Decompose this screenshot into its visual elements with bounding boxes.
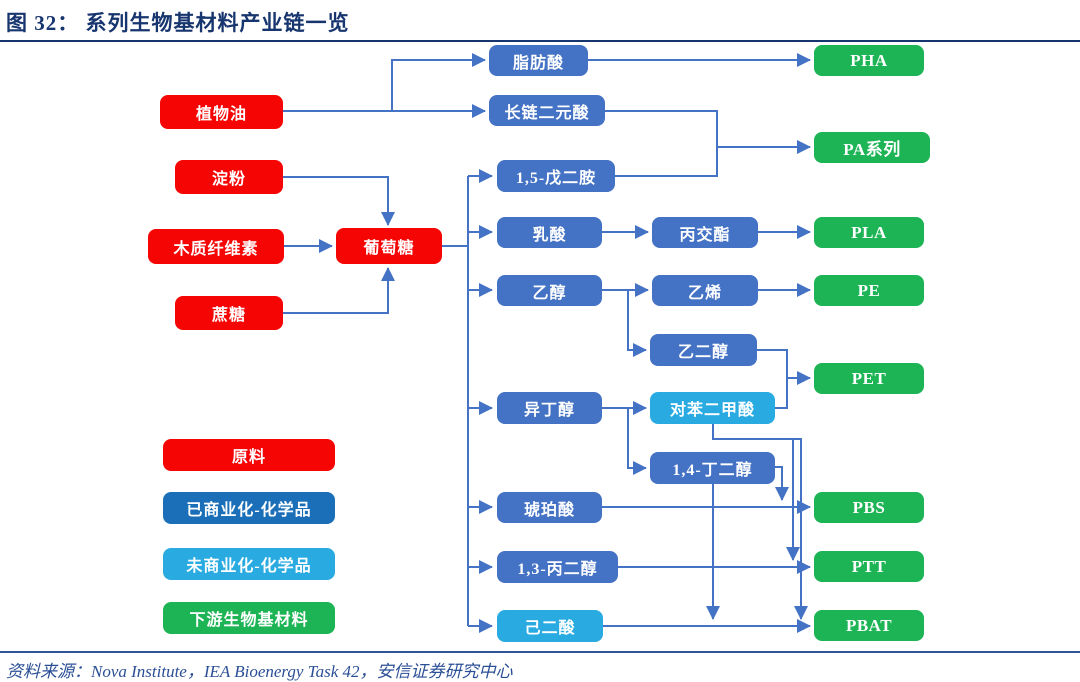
source-note: 资料来源：Nova Institute，IEA Bioenergy Task 4… <box>6 662 513 681</box>
node-starch: 淀粉 <box>175 160 283 194</box>
figure-title: 图 32： 系列生物基材料产业链一览 <box>6 11 350 35</box>
node-adipic-acid: 己二酸 <box>497 610 603 642</box>
legend-downstream-biobased-material: 下游生物基材料 <box>163 602 335 634</box>
node-pe: PE <box>814 275 924 306</box>
node-ethylene: 乙烯 <box>652 275 758 306</box>
node-lactide: 丙交酯 <box>652 217 758 248</box>
node-fatty-acid: 脂肪酸 <box>489 45 588 76</box>
legend-commercialized-chemical: 已商业化-化学品 <box>163 492 335 524</box>
node-butanediol: 1,4-丁二醇 <box>650 452 775 484</box>
node-glucose: 葡萄糖 <box>336 228 442 264</box>
node-propanediol: 1,3-丙二醇 <box>497 551 618 583</box>
node-lactic-acid: 乳酸 <box>497 217 602 248</box>
legend-raw-material: 原料 <box>163 439 335 471</box>
node-succinic-acid: 琥珀酸 <box>497 492 602 523</box>
node-pla: PLA <box>814 217 924 248</box>
title-divider <box>0 40 1080 42</box>
node-pentanediamine: 1,5-戊二胺 <box>497 160 615 192</box>
node-long-chain-diacid: 长链二元酸 <box>489 95 605 126</box>
node-pha: PHA <box>814 45 924 76</box>
node-terephthalic-acid: 对苯二甲酸 <box>650 392 775 424</box>
node-lignocellulose: 木质纤维素 <box>148 229 284 264</box>
node-pa-series: PA系列 <box>814 132 930 163</box>
node-pbs: PBS <box>814 492 924 523</box>
node-sucrose: 蔗糖 <box>175 296 283 330</box>
node-isobutanol: 异丁醇 <box>497 392 602 424</box>
node-pet: PET <box>814 363 924 394</box>
legend-non-commercialized-chemical: 未商业化-化学品 <box>163 548 335 580</box>
node-vegetable-oil: 植物油 <box>160 95 283 129</box>
node-pbat: PBAT <box>814 610 924 641</box>
node-ethanol: 乙醇 <box>497 275 602 306</box>
node-ethylene-glycol: 乙二醇 <box>650 334 757 366</box>
node-ptt: PTT <box>814 551 924 582</box>
footer-divider <box>0 651 1080 653</box>
